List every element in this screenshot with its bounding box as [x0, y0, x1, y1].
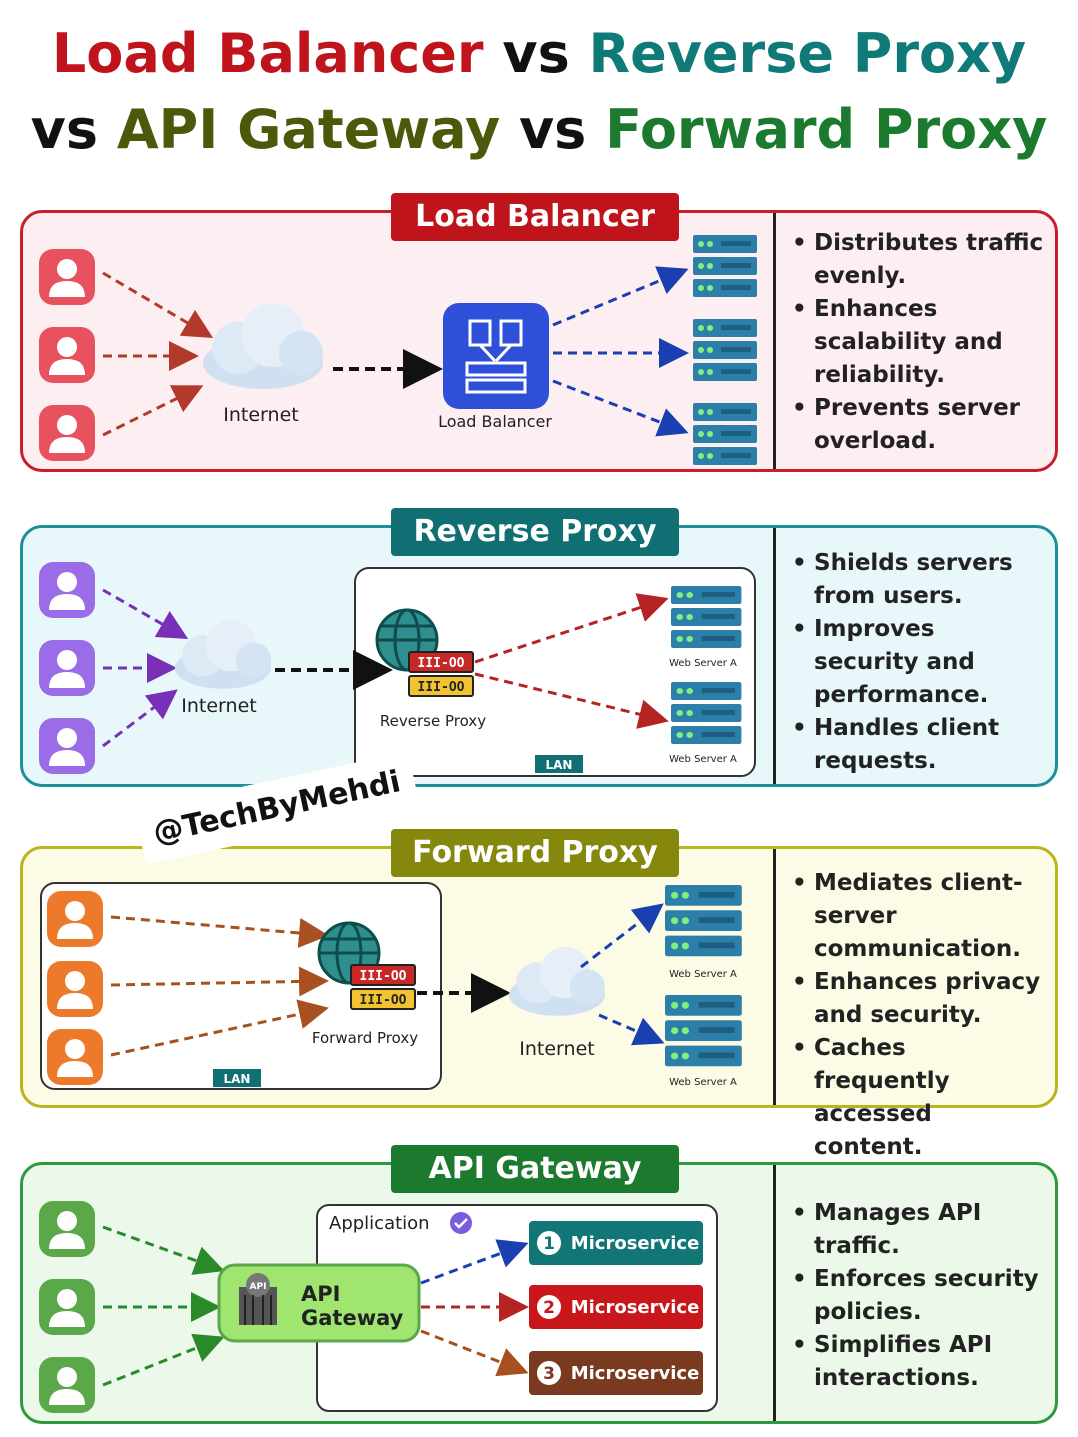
- api-gateway-line-2: Gateway: [301, 1306, 404, 1330]
- microservice-3: [529, 1351, 703, 1395]
- user-icon: [47, 1029, 103, 1085]
- internet-label: Internet: [181, 695, 256, 717]
- user-icon: [39, 327, 95, 383]
- title-forward-proxy: Forward Proxy: [605, 98, 1048, 161]
- panel-label: Reverse Proxy: [391, 508, 679, 556]
- panel-divider: [773, 849, 776, 1105]
- bullet: Shields servers from users.: [788, 547, 1045, 613]
- reverse-proxy-panel: Reverse Proxy Internet Reverse Proxy Web…: [20, 508, 1058, 787]
- web-server-label: Web Server A: [669, 969, 737, 980]
- forward-proxy-diagram: Forward Proxy Internet Web Server A Web …: [40, 882, 742, 1090]
- microservice-number: 1: [543, 1234, 555, 1254]
- user-icon: [39, 1357, 95, 1413]
- bullet: Manages API traffic.: [788, 1197, 1045, 1263]
- title-reverse-proxy: Reverse Proxy: [588, 22, 1027, 85]
- panel-divider: [773, 213, 776, 469]
- load-balancer-bullets: Distributes traffic evenly. Enhances sca…: [788, 227, 1045, 458]
- forward-proxy-node-label: Forward Proxy: [312, 1029, 418, 1047]
- server-icon: [665, 995, 742, 1067]
- internet-label: Internet: [519, 1038, 594, 1060]
- microservice-number: 3: [543, 1364, 555, 1384]
- title-line-2: vs API Gateway vs Forward Proxy: [0, 98, 1078, 161]
- bullet: Enhances privacy and security.: [788, 966, 1045, 1032]
- server-icon: [693, 235, 757, 297]
- title-vs: vs: [518, 98, 587, 161]
- user-icon: [39, 405, 95, 461]
- user-icon: [47, 891, 103, 947]
- server-icon: [665, 885, 742, 957]
- user-icon: [39, 562, 95, 618]
- title-line-1: Load Balancer vs Reverse Proxy: [0, 22, 1078, 85]
- user-icon: [39, 249, 95, 305]
- internet-label: Internet: [223, 404, 298, 426]
- api-gateway-line-1: API: [301, 1282, 340, 1306]
- bullet: Enhances scalability and reliability.: [788, 293, 1045, 392]
- user-icon: [39, 640, 95, 696]
- user-icon: [39, 718, 95, 774]
- panel-label: Forward Proxy: [391, 829, 679, 877]
- web-server-label: Web Server A: [669, 754, 737, 765]
- cloud-icon: [203, 303, 323, 389]
- cloud-icon: [175, 620, 271, 689]
- bullet: Improves security and performance.: [788, 613, 1045, 712]
- panel-divider: [773, 528, 776, 784]
- forward-proxy-bullets: Mediates client-server communication. En…: [788, 867, 1045, 1164]
- reverse-proxy-node-label: Reverse Proxy: [380, 712, 486, 730]
- load-balancer-diagram: Internet Load Balancer: [39, 235, 757, 465]
- user-icon: [39, 1201, 95, 1257]
- bullet: Prevents server overload.: [788, 392, 1045, 458]
- web-server-label: Web Server A: [669, 658, 737, 669]
- bullet: Simplifies API interactions.: [788, 1329, 1045, 1395]
- cloud-icon: [509, 947, 605, 1016]
- reverse-proxy-diagram: Internet Reverse Proxy Web Server A Web …: [39, 562, 756, 777]
- microservice-1: [529, 1221, 703, 1265]
- reverse-proxy-bullets: Shields servers from users. Improves sec…: [788, 547, 1045, 778]
- microservice-number: 2: [543, 1298, 555, 1318]
- server-icon: [693, 319, 757, 381]
- title-load-balancer: Load Balancer: [51, 22, 484, 85]
- bullet: Enforces security policies.: [788, 1263, 1045, 1329]
- server-icon: [693, 403, 757, 465]
- api-icon-text: API: [250, 1282, 267, 1292]
- load-balancer-node-label: Load Balancer: [438, 412, 552, 431]
- bullet: Caches frequently accessed content.: [788, 1032, 1045, 1164]
- title-vs: vs: [502, 22, 570, 85]
- server-icon: [671, 586, 742, 648]
- server-icon: [671, 682, 742, 744]
- api-gateway-bullets: Manages API traffic. Enforces security p…: [788, 1197, 1045, 1395]
- microservice-2: [529, 1285, 703, 1329]
- load-balancer-panel: Load Balancer Internet Load Balancer Dis…: [20, 193, 1058, 472]
- bullet: Handles client requests.: [788, 712, 1045, 778]
- lan-label: LAN: [546, 758, 573, 772]
- web-server-label: Web Server A: [669, 1077, 737, 1088]
- microservice-label: Microservice: [571, 1233, 700, 1254]
- microservice-label: Microservice: [571, 1297, 700, 1318]
- title-api-gateway: API Gateway: [116, 98, 501, 161]
- user-icon: [47, 961, 103, 1017]
- panel-label: Load Balancer: [391, 193, 679, 241]
- application-label: Application: [329, 1213, 430, 1234]
- microservice-label: Microservice: [571, 1363, 700, 1384]
- api-gateway-panel: API Gateway Application API API Gateway …: [20, 1145, 1058, 1424]
- bullet: Mediates client-server communication.: [788, 867, 1045, 966]
- forward-proxy-panel: Forward Proxy Forward Proxy Internet Web…: [20, 829, 1058, 1160]
- user-icon: [39, 1279, 95, 1335]
- api-gateway-diagram: Application API API Gateway 1 Microservi…: [39, 1201, 718, 1413]
- lan-badge: [213, 1069, 261, 1087]
- verified-icon: [450, 1212, 472, 1234]
- lan-label: LAN: [224, 1072, 251, 1086]
- lan-badge: [535, 755, 583, 773]
- panel-label: API Gateway: [391, 1145, 679, 1193]
- panel-divider: [773, 1165, 776, 1421]
- bullet: Distributes traffic evenly.: [788, 227, 1045, 293]
- title-vs: vs: [30, 98, 99, 161]
